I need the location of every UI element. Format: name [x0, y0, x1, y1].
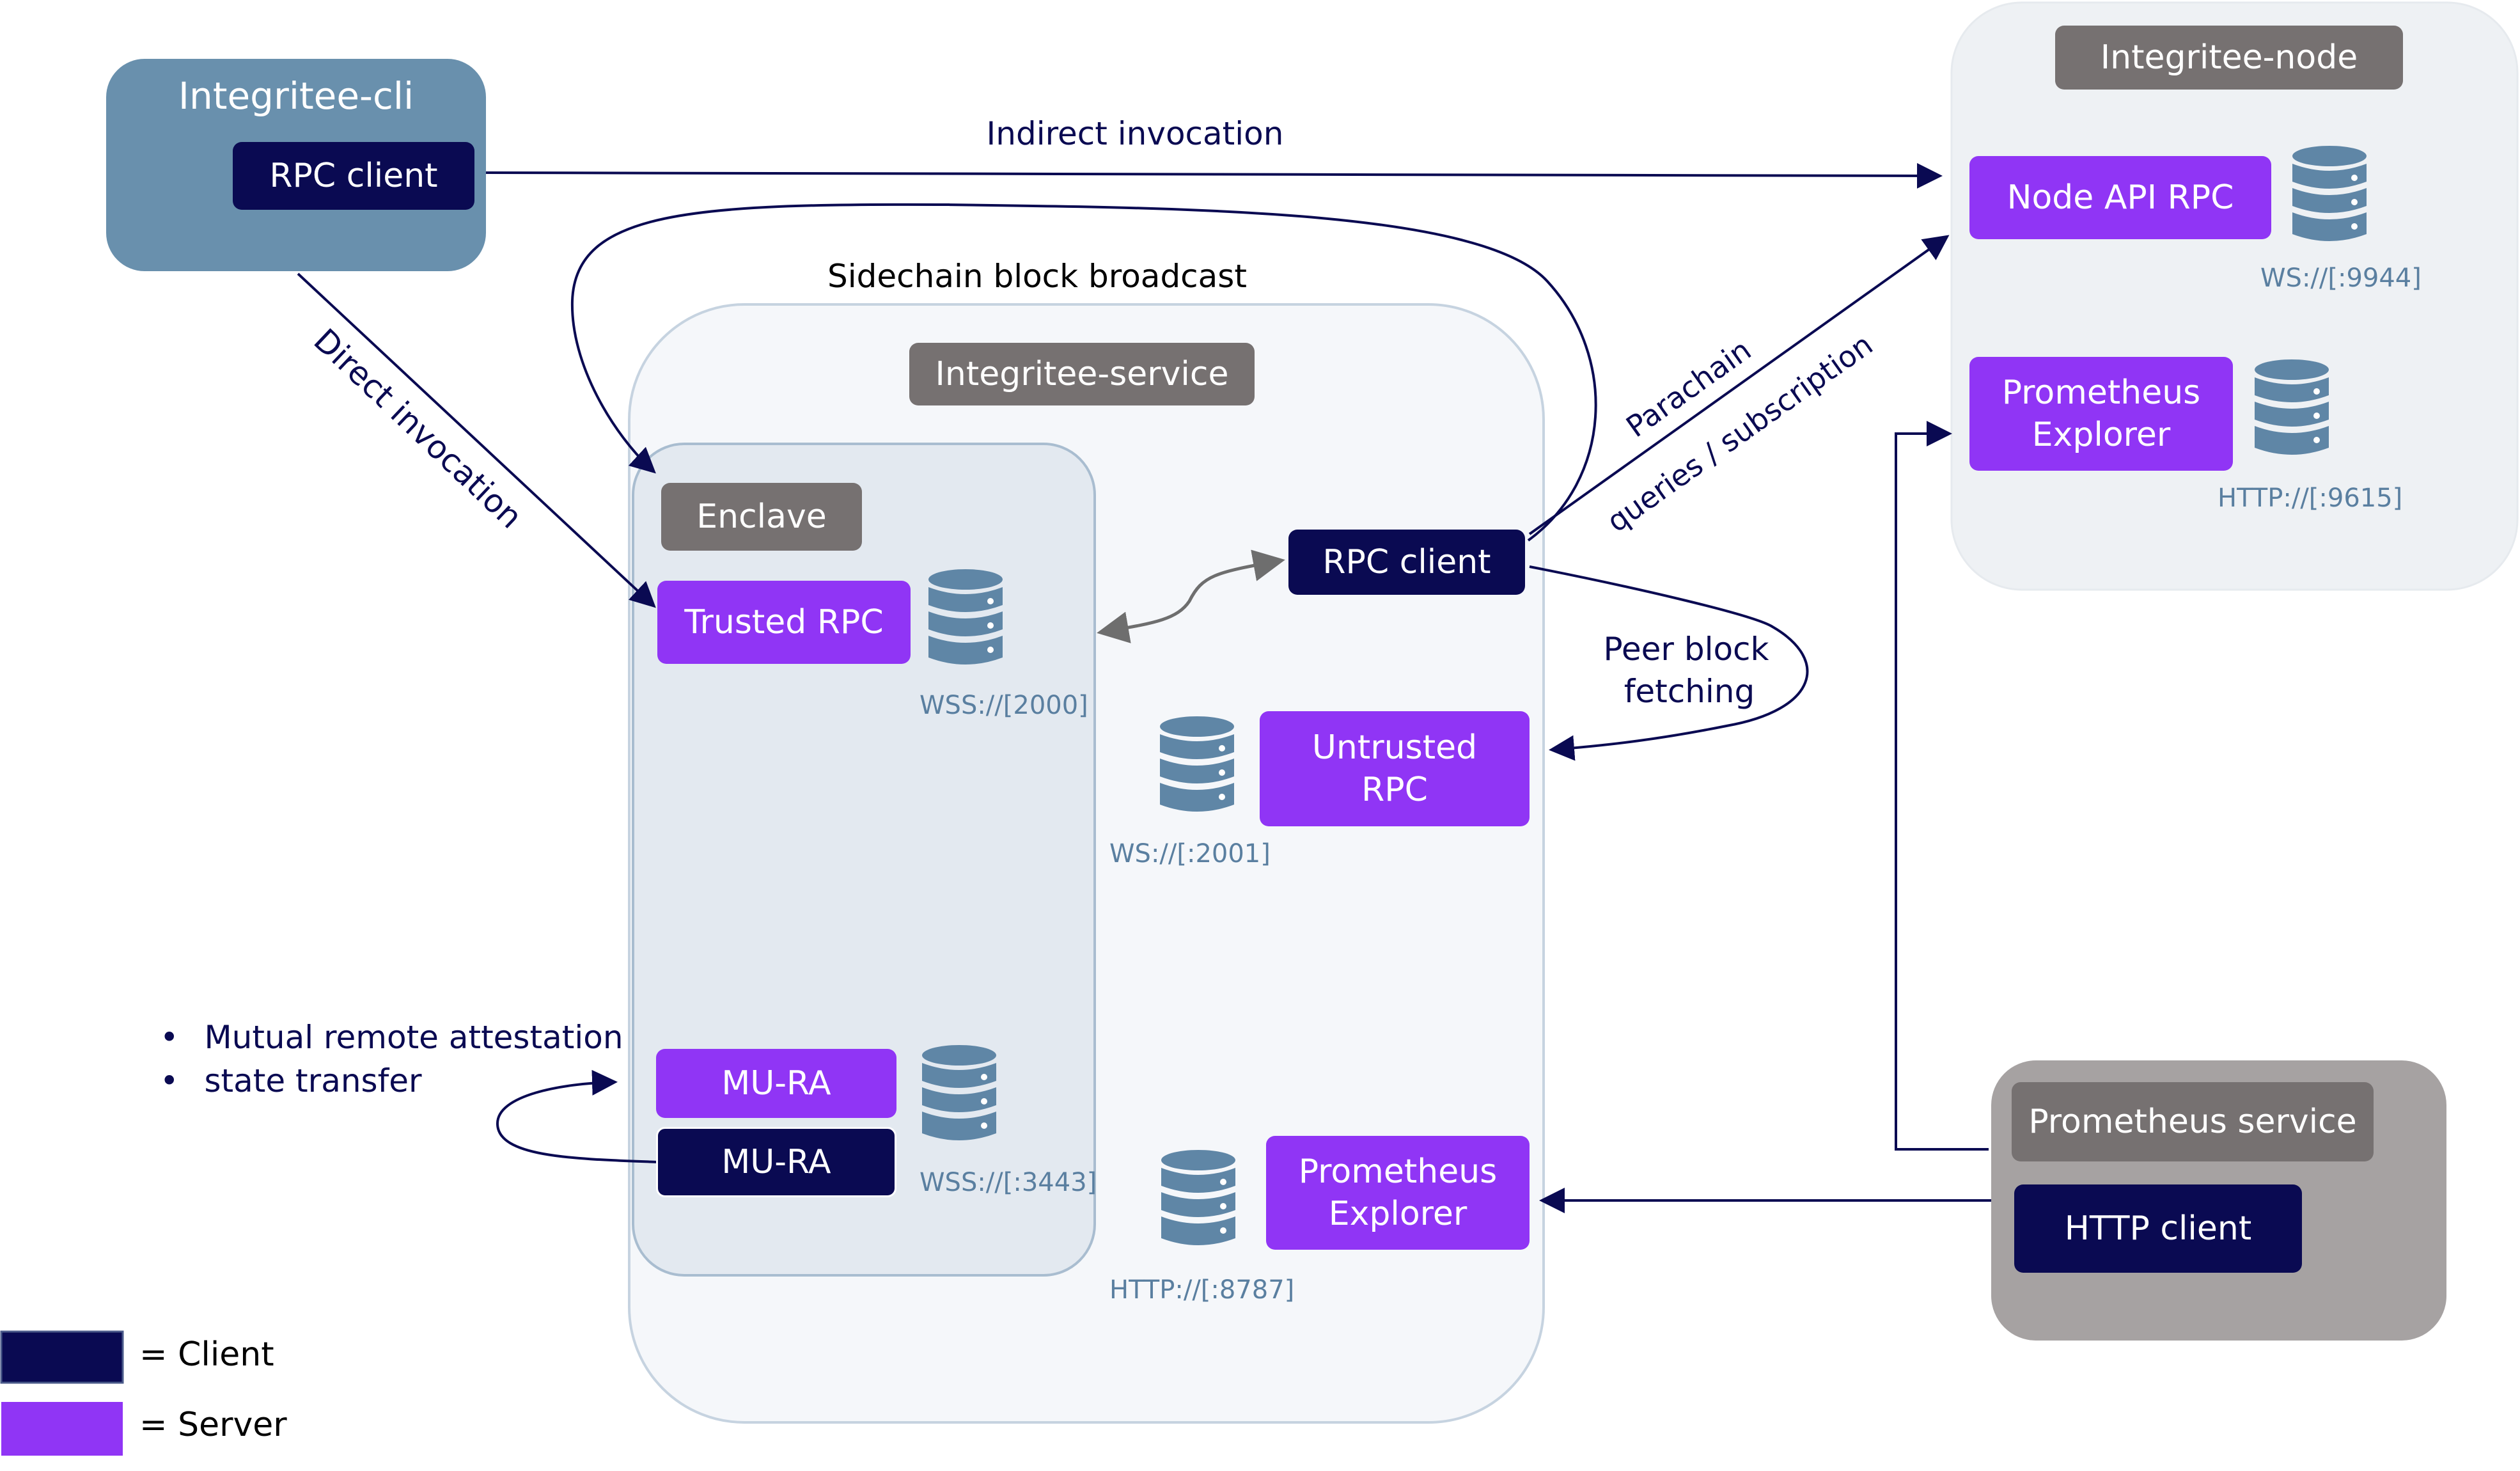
untrusted-rpc-port: WS://[:2001]	[1109, 839, 1271, 869]
mura-note-item: • state transfer	[160, 1059, 623, 1103]
legend-client-swatch	[0, 1330, 124, 1384]
node-api-port: WS://[:9944]	[2260, 264, 2422, 293]
trusted-rpc-port: WSS://[2000]	[920, 691, 1088, 720]
database-icon	[2292, 146, 2367, 241]
mura-notes: • Mutual remote attestation • state tran…	[160, 1016, 623, 1103]
node-prometheus-explorer: Prometheus Explorer	[1969, 357, 2233, 471]
prom-service-title: Prometheus service	[2012, 1082, 2374, 1161]
parachain-queries-edge	[1528, 235, 1950, 535]
peer-block-fetching-edge	[1529, 565, 1809, 761]
mura-port: WSS://[:3443]	[920, 1168, 1097, 1197]
mura-server: MU-RA	[656, 1049, 896, 1118]
peer-fetching-label-line2: fetching	[1624, 673, 1755, 710]
prometheus-node-edge	[1895, 421, 1989, 1151]
node-api-rpc: Node API RPC	[1969, 156, 2271, 239]
sidechain-broadcast-label: Sidechain block broadcast	[827, 258, 1247, 295]
database-icon	[1161, 1150, 1235, 1245]
database-icon	[928, 569, 1003, 665]
mura-note-item: • Mutual remote attestation	[160, 1016, 623, 1059]
service-rpc-client: RPC client	[1288, 530, 1525, 595]
cli-title: Integritee-cli	[178, 74, 414, 118]
rpc-client-trusted-edge	[1097, 549, 1285, 643]
untrusted-rpc: Untrusted RPC	[1260, 711, 1530, 826]
indirect-invocation-label: Indirect invocation	[987, 115, 1284, 152]
database-icon	[1160, 716, 1234, 812]
mura-loop-edge	[496, 1069, 658, 1163]
database-icon	[922, 1045, 996, 1140]
direct-invocation-edge	[297, 272, 656, 608]
node-title: Integritee-node	[2055, 26, 2403, 90]
legend-server-swatch	[1, 1402, 123, 1456]
service-prometheus-explorer: Prometheus Explorer	[1266, 1136, 1530, 1250]
bullet-marker: •	[160, 1019, 179, 1056]
cli-rpc-client: RPC client	[233, 142, 474, 210]
direct-invocation-label: Direct invocation	[307, 322, 529, 536]
mura-note-text: state transfer	[204, 1062, 422, 1099]
service-title: Integritee-service	[909, 343, 1255, 405]
mura-client: MU-RA	[656, 1127, 896, 1197]
node-prometheus-port: HTTP://[:9615]	[2218, 484, 2403, 513]
trusted-rpc: Trusted RPC	[657, 581, 911, 664]
mura-note-text: Mutual remote attestation	[204, 1019, 623, 1056]
legend-server-label: = Server	[139, 1406, 287, 1444]
database-icon	[2255, 359, 2329, 455]
legend-client-label: = Client	[139, 1335, 274, 1374]
bullet-marker: •	[160, 1062, 179, 1099]
indirect-invocation-edge	[485, 162, 1943, 189]
peer-fetching-label-line1: Peer block	[1603, 631, 1769, 668]
enclave-title: Enclave	[661, 483, 862, 551]
prom-http-client: HTTP client	[2014, 1184, 2302, 1273]
service-prometheus-port: HTTP://[:8787]	[1109, 1275, 1295, 1305]
sidechain-broadcast-edge	[570, 203, 1597, 542]
